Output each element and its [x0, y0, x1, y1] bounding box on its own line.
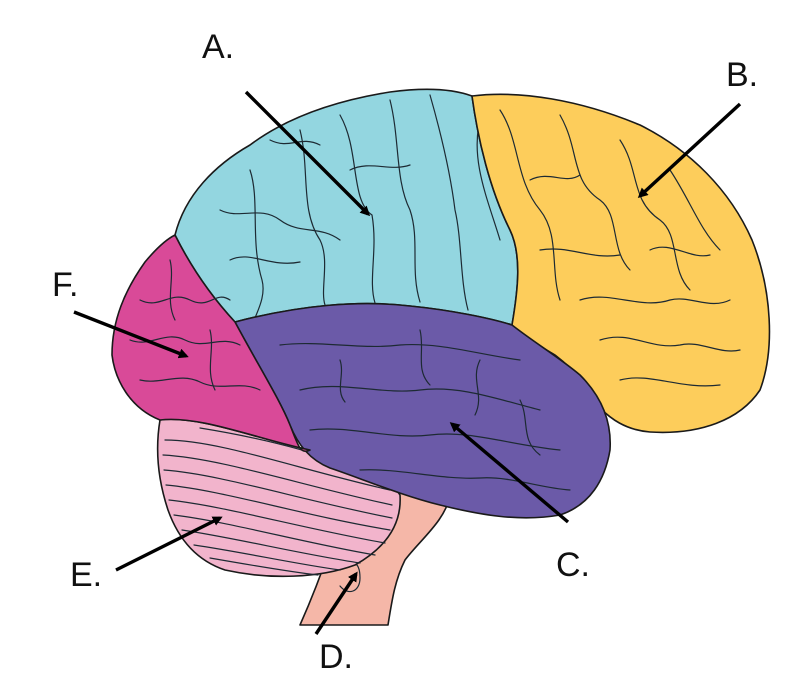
arrow-e [115, 516, 223, 572]
label-d: D. [319, 638, 353, 676]
parietal-region [174, 88, 519, 326]
temporal-region [234, 302, 611, 519]
arrow-f [73, 310, 189, 359]
arrow-a [244, 90, 371, 217]
frontal-region [471, 93, 771, 434]
label-b: B. [726, 56, 759, 94]
arrow-c [449, 422, 570, 524]
arrow-d [314, 571, 358, 635]
label-c: C. [556, 546, 590, 584]
occipital-region [111, 234, 311, 452]
label-e: E. [70, 556, 103, 594]
label-f: F. [52, 266, 79, 304]
label-a: A. [202, 28, 235, 66]
arrow-b [637, 102, 742, 199]
